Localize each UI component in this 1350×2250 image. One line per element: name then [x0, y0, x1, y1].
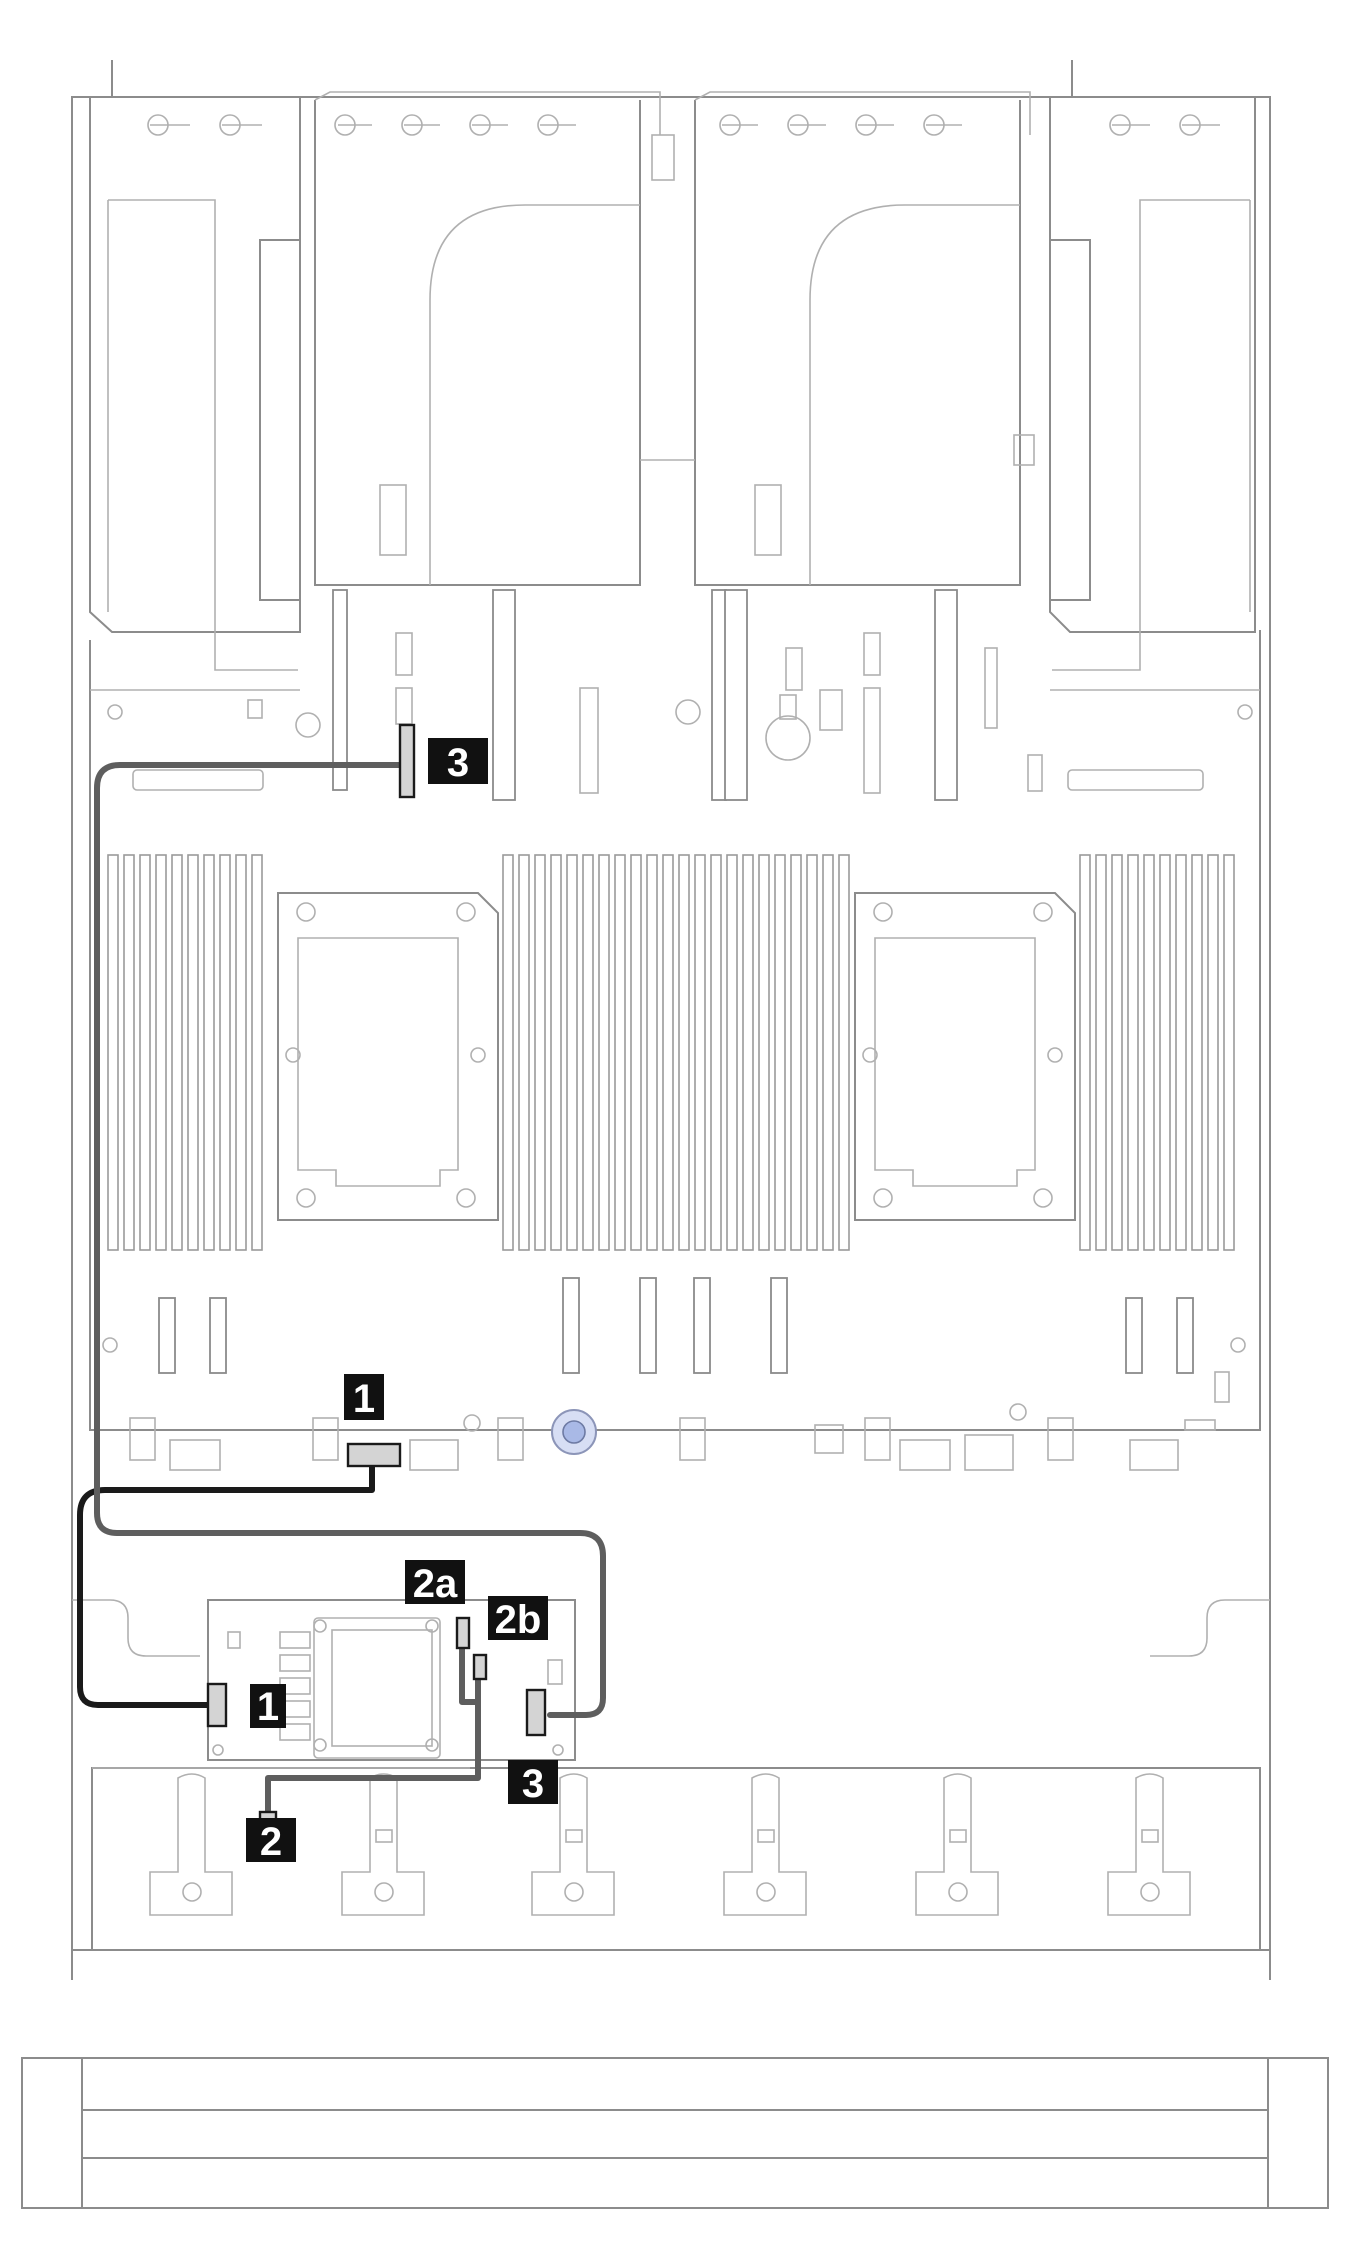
fan-2: [341, 1773, 425, 1916]
callout-2: 2: [246, 1818, 296, 1864]
fan-cage-divider: [72, 1599, 1270, 1657]
riser-cage-center-right: [640, 91, 1035, 586]
callout-1-top-label: 1: [353, 1377, 375, 1421]
callout-2b-label: 2b: [495, 1598, 542, 1642]
callout-3-bottom-label: 3: [522, 1762, 544, 1806]
dimm-bank-right: [1079, 854, 1235, 1251]
riser-cage-center-left: [314, 91, 675, 586]
cable-2: [265, 1635, 481, 1818]
cable-3: [94, 762, 606, 1718]
fan-4: [723, 1773, 807, 1916]
connector-2a: [455, 1616, 471, 1650]
callout-3-bottom: 3: [508, 1760, 558, 1806]
callout-3-top: 3: [428, 738, 488, 785]
connector-3-bottom: [525, 1688, 547, 1737]
fan-5: [915, 1773, 999, 1916]
callout-2a-label: 2a: [413, 1562, 458, 1606]
dimm-bank-left: [107, 854, 263, 1251]
connectors: [206, 723, 547, 1836]
fan-1: [149, 1773, 233, 1916]
cable-1: [77, 1462, 375, 1708]
riser-cage-right: [1049, 98, 1256, 671]
connector-1-bottom: [206, 1682, 228, 1728]
fan-3: [531, 1773, 615, 1916]
cables: [77, 762, 606, 1818]
processor-socket-2: [854, 892, 1076, 1221]
callout-2-label: 2: [260, 1820, 282, 1864]
connector-1-top: [346, 1442, 402, 1468]
riser-cage-left: [89, 98, 301, 671]
callout-1-bottom: 1: [250, 1684, 286, 1729]
connector-2b: [472, 1653, 488, 1681]
callout-3-top-label: 3: [447, 741, 469, 785]
callout-2a: 2a: [405, 1560, 465, 1606]
dimm-bank-center: [502, 854, 850, 1251]
fan-modules: [91, 1767, 1261, 1951]
callout-2b: 2b: [488, 1596, 548, 1642]
processor-socket-1: [277, 892, 499, 1221]
callout-1-bottom-label: 1: [257, 1685, 279, 1729]
system-board: [89, 589, 1261, 1471]
fan-6: [1107, 1773, 1191, 1916]
connector-3-top: [398, 723, 416, 799]
callout-1-top: 1: [344, 1374, 384, 1421]
